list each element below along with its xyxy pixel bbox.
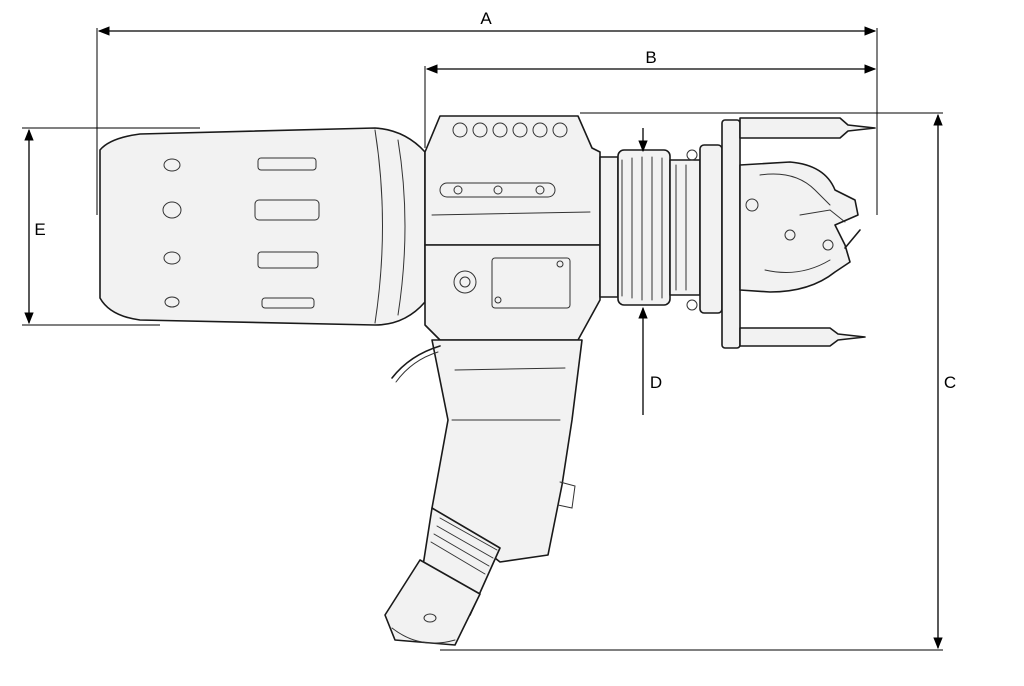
guide-rods xyxy=(739,117,876,347)
head-housing xyxy=(424,115,601,246)
dimension-label-c: C xyxy=(944,373,956,392)
dimension-lines xyxy=(22,26,943,651)
motor-housing xyxy=(99,127,426,326)
tool-illustration xyxy=(99,115,876,646)
dimension-label-a: A xyxy=(480,9,492,28)
dimension-label-b: B xyxy=(645,48,656,67)
collar-ring xyxy=(599,149,701,306)
clinching-head xyxy=(739,161,861,293)
front-flange xyxy=(686,119,741,349)
lower-block xyxy=(424,244,601,341)
dimension-label-e: E xyxy=(34,220,45,239)
dimension-label-d: D xyxy=(650,373,662,392)
pistol-grip xyxy=(384,339,583,646)
